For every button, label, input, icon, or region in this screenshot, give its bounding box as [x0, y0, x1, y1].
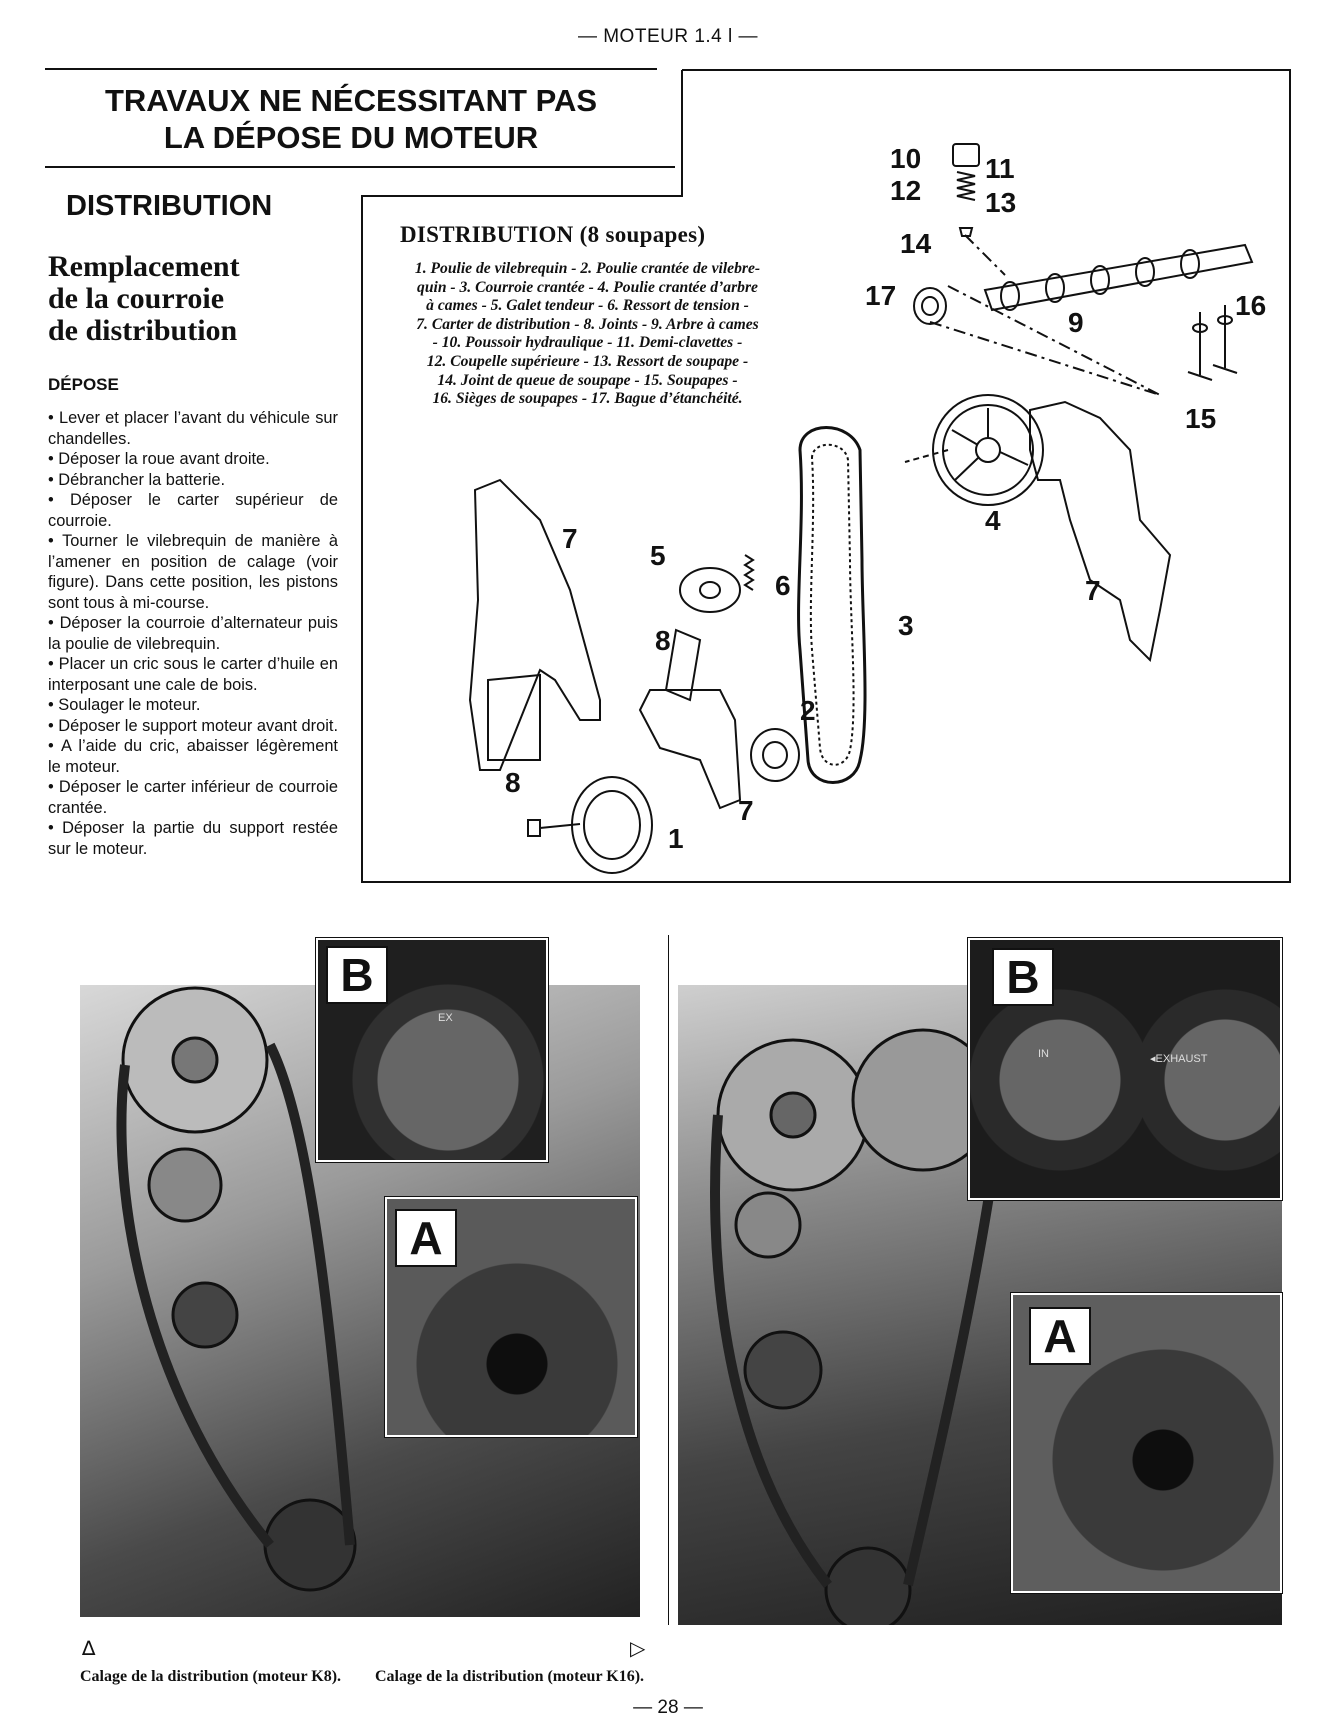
callout-4: 4	[985, 505, 1001, 536]
k8-inset-b: EX B	[315, 937, 549, 1163]
procedure-step: Débrancher la batterie.	[48, 470, 338, 491]
procedure-title-line-3: de distribution	[48, 314, 238, 347]
camshaft	[983, 243, 1254, 312]
chapter-title: DISTRIBUTION	[66, 190, 273, 222]
figure-legend: 1. Poulie de vilebrequin - 2. Poulie cra…	[370, 260, 805, 409]
inset-a-label: A	[395, 1209, 457, 1267]
exhaust-stamp: ◂EXHAUST	[1150, 1053, 1208, 1065]
timing-diagram: 10 11 12 13 14 17 9 16 15 4 7 7 5 6 3 8 …	[468, 143, 1266, 874]
front-timing-cover	[468, 478, 601, 771]
callout-8-upper: 8	[655, 625, 671, 656]
page-number: — 28 —	[633, 1697, 703, 1718]
procedure-step: Soulager le moteur.	[48, 695, 338, 716]
in-stamp: IN	[1038, 1048, 1049, 1060]
camshaft-pulley	[932, 394, 1044, 506]
procedure-step: Déposer le support moteur avant droit.	[48, 716, 338, 737]
legend-line: quin - 3. Courroie crantée - 4. Poulie c…	[417, 278, 758, 296]
procedure-step: A l’aide du cric, abaisser légèrement le…	[48, 736, 338, 777]
legend-line: 14. Joint de queue de soupape - 15. Soup…	[437, 371, 738, 389]
section-title-line-1: TRAVAUX NE NÉCESSITANT PAS	[104, 83, 598, 118]
procedure-title: Remplacement de la courroie de distribut…	[48, 251, 240, 347]
oil-seal	[913, 287, 947, 325]
running-head: — MOTEUR 1.4 l —	[577, 26, 759, 47]
figure-title: DISTRIBUTION (8 soupapes)	[400, 222, 706, 247]
callout-3: 3	[898, 610, 914, 641]
tension-spring	[743, 554, 755, 591]
callout-8-lower: 8	[505, 767, 521, 798]
k16-engine-sketch	[710, 1028, 1003, 1625]
callout-12: 12	[890, 175, 921, 206]
inset-b-label: B	[992, 948, 1054, 1006]
procedure-step: Lever et placer l’avant du véhicule sur …	[48, 408, 338, 449]
section-title: TRAVAUX NE NÉCESSITANT PAS LA DÉPOSE DU …	[45, 82, 657, 156]
legend-line: 16. Sièges de soupapes - 17. Bague d’éta…	[432, 390, 743, 408]
section-rule	[45, 166, 675, 168]
procedure-step: Déposer la roue avant droite.	[48, 449, 338, 470]
right-caption-marker: ▷	[630, 1636, 646, 1660]
callout-1: 1	[668, 823, 684, 854]
crankshaft-pulley	[750, 728, 800, 782]
left-caption-marker: ∆	[82, 1636, 96, 1660]
callout-7-bottom: 7	[738, 795, 754, 826]
valve-spring	[956, 171, 976, 201]
procedure-step: Placer un cric sous le carter d’huile en…	[48, 654, 338, 695]
hydraulic-tappet	[952, 143, 980, 167]
tensioner-pulley	[679, 567, 741, 613]
valve	[1187, 312, 1213, 381]
k16-inset-a: A	[1010, 1292, 1283, 1594]
callout-10: 10	[890, 143, 921, 174]
procedure-title-line-1: Remplacement	[48, 250, 240, 283]
top-rule	[45, 68, 657, 70]
callout-7-right: 7	[1085, 575, 1101, 606]
timing-belt	[797, 426, 867, 784]
callout-17: 17	[865, 280, 896, 311]
rear-timing-cover	[1029, 400, 1172, 663]
legend-line: à cames - 5. Galet tendeur - 6. Ressort …	[426, 297, 749, 315]
valve-seal	[958, 227, 974, 237]
procedure-title-line-2: de la courroie	[48, 282, 225, 315]
section-title-line-2: LA DÉPOSE DU MOTEUR	[163, 120, 539, 155]
photo-divider	[668, 935, 669, 1625]
k8-engine-sketch	[116, 986, 357, 1592]
legend-line: 1. Poulie de vilebrequin - 2. Poulie cra…	[414, 260, 761, 277]
inset-a-label: A	[1029, 1307, 1091, 1365]
callout-6: 6	[775, 570, 791, 601]
procedure-step: Déposer le carter supérieur de courroie.	[48, 490, 338, 531]
callout-11: 11	[985, 153, 1015, 184]
inset-b-label: B	[326, 946, 388, 1004]
procedure-step: Déposer la partie du support restée sur …	[48, 818, 338, 859]
ex-stamp: EX	[438, 1012, 453, 1024]
procedure-steps: Lever et placer l’avant du véhicule sur …	[48, 408, 338, 859]
callout-15: 15	[1185, 403, 1216, 434]
gasket	[664, 628, 702, 702]
left-caption: Calage de la distribution (moteur K8).	[80, 1668, 342, 1685]
procedure-step: Tourner le vilebrequin de manière à l’am…	[48, 531, 338, 613]
k8-inset-a: A	[384, 1196, 638, 1438]
procedure-step: Déposer le carter inférieur de courroie …	[48, 777, 338, 818]
legend-line: 7. Carter de distribution - 8. Joints - …	[416, 315, 759, 333]
callout-13: 13	[985, 187, 1016, 218]
figure-frame	[361, 69, 1291, 883]
legend-line: - 10. Poussoir hydraulique - 11. Demi-cl…	[432, 334, 743, 352]
right-caption: Calage de la distribution (moteur K16).	[375, 1668, 645, 1685]
tensioner-bracket	[638, 689, 742, 810]
callout-14: 14	[900, 228, 932, 259]
callout-7-left: 7	[562, 523, 578, 554]
callout-5: 5	[650, 540, 666, 571]
k16-inset-b: IN ◂EXHAUST B	[967, 937, 1283, 1201]
legend-line: 12. Coupelle supérieure - 13. Ressort de…	[426, 352, 749, 370]
depose-heading: DÉPOSE	[48, 375, 119, 394]
callout-9: 9	[1068, 307, 1084, 338]
callout-16: 16	[1235, 290, 1266, 321]
callout-2: 2	[800, 695, 816, 726]
procedure-step: Déposer la courroie d’alternateur puis l…	[48, 613, 338, 654]
